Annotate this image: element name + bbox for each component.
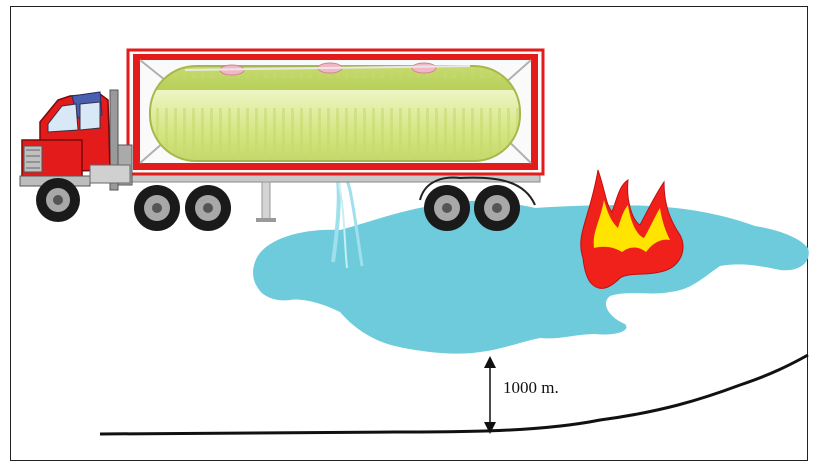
depth-label: 1000 m. xyxy=(503,378,559,398)
double-arrow-icon xyxy=(484,356,496,434)
truck-cab-icon xyxy=(20,90,132,190)
ground-line xyxy=(100,355,808,434)
tank-trailer-icon xyxy=(128,50,543,174)
